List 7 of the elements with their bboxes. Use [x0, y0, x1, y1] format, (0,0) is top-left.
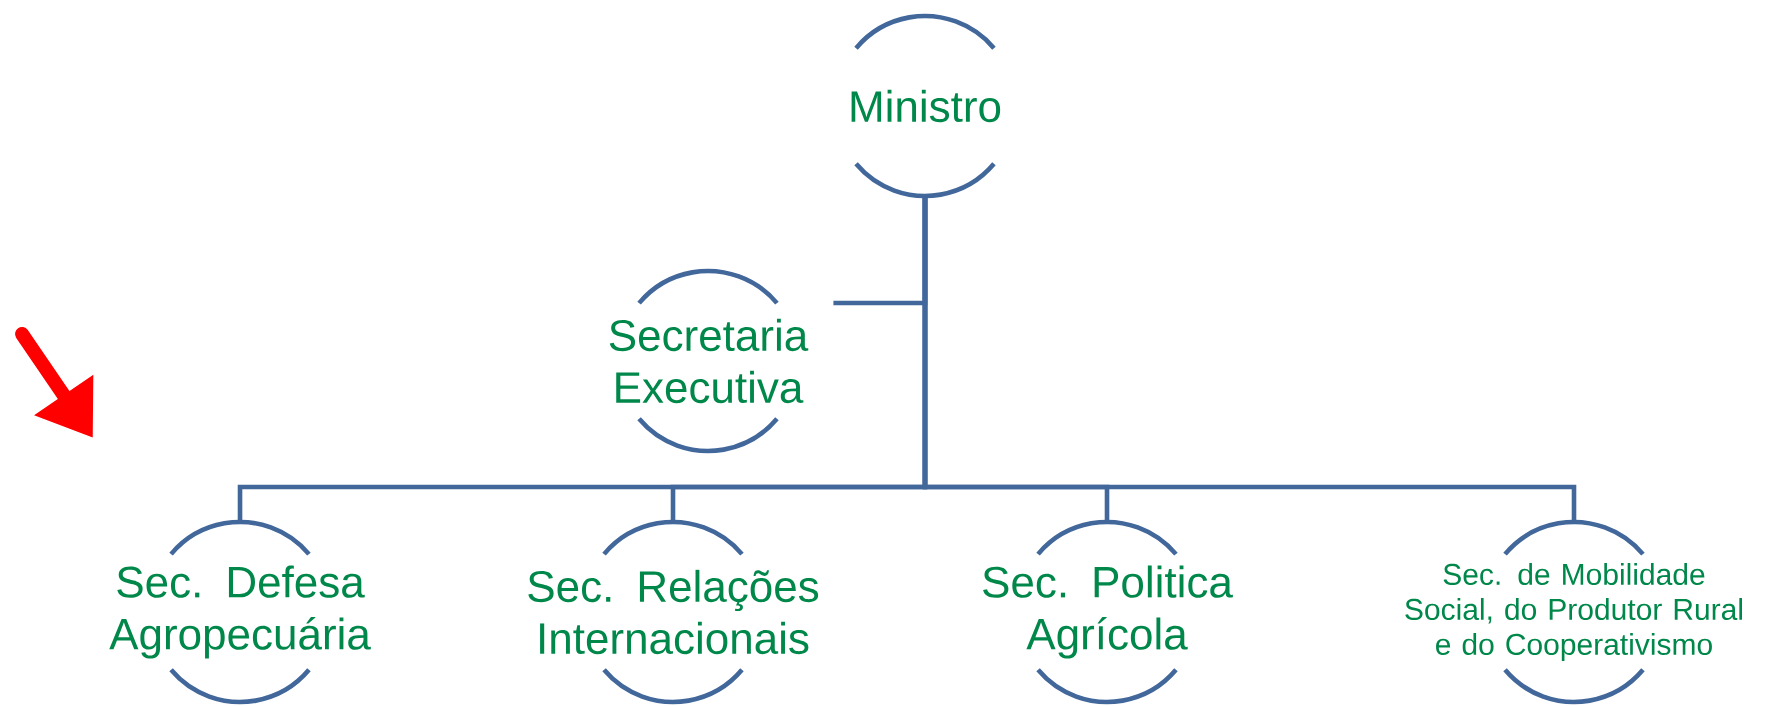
circle-node: Secretaria Executiva — [609, 268, 809, 454]
circle-node: Sec. Politica Agrícola — [983, 519, 1233, 705]
circle-node: Sec. Defesa Agropecuária — [109, 519, 371, 705]
connector-line — [922, 196, 1577, 522]
circle-node: Ministro — [851, 13, 1001, 199]
circle-node: Sec. de Mobilidade Social, do Produtor Rural e do Cooperativismo — [1405, 519, 1742, 705]
circle-node: Sec. Relações Internacionais — [528, 519, 819, 705]
